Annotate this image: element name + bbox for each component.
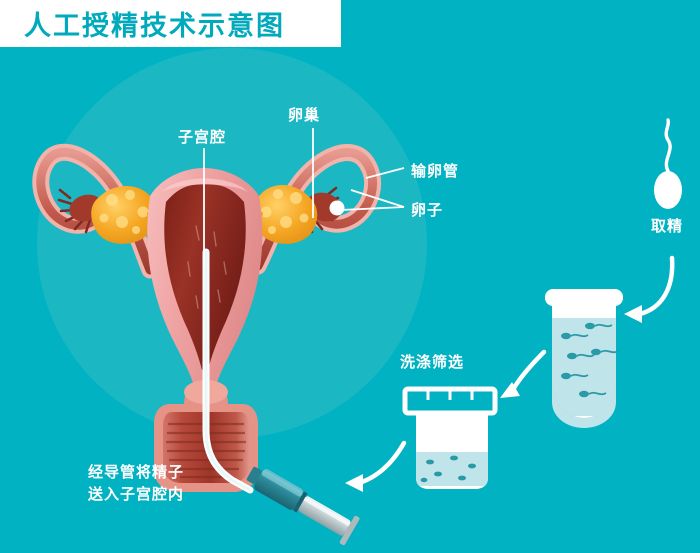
- label-sperm-collection: 取精: [651, 217, 684, 235]
- label-catheter-insertion: 经导管将精子 送入子宫腔内: [88, 462, 184, 506]
- curved-arrow-icon-1: [624, 255, 675, 323]
- title-banner: 人工授精技术示意图: [0, 0, 341, 47]
- label-catheter-line-1: 经导管将精子: [88, 463, 185, 481]
- egg-cell: [329, 200, 345, 216]
- right-ovary: [226, 185, 318, 244]
- syringe-icon: [246, 466, 360, 546]
- sperm-icon: [654, 118, 682, 209]
- sperm-in-beaker: [420, 455, 476, 483]
- beaker-icon: [402, 386, 498, 489]
- curved-arrow-icon-2: [500, 349, 547, 398]
- curved-arrow-icon-3: [345, 440, 407, 492]
- catheter-tube: [202, 248, 254, 494]
- test-tube-icon: [545, 289, 623, 428]
- label-ovary: 卵巢: [288, 106, 321, 124]
- label-fallopian-tube: 输卵管: [411, 162, 460, 180]
- label-egg: 卵子: [411, 201, 444, 219]
- page-title: 人工授精技术示意图: [24, 11, 285, 42]
- sperm-in-tube: [561, 322, 619, 398]
- label-uterine-cavity: 子宫腔: [178, 128, 227, 146]
- label-leader-lines: [203, 128, 405, 268]
- label-catheter-line-2: 送入子宫腔内: [88, 484, 185, 503]
- label-washing-screening: 洗涤筛选: [400, 353, 465, 371]
